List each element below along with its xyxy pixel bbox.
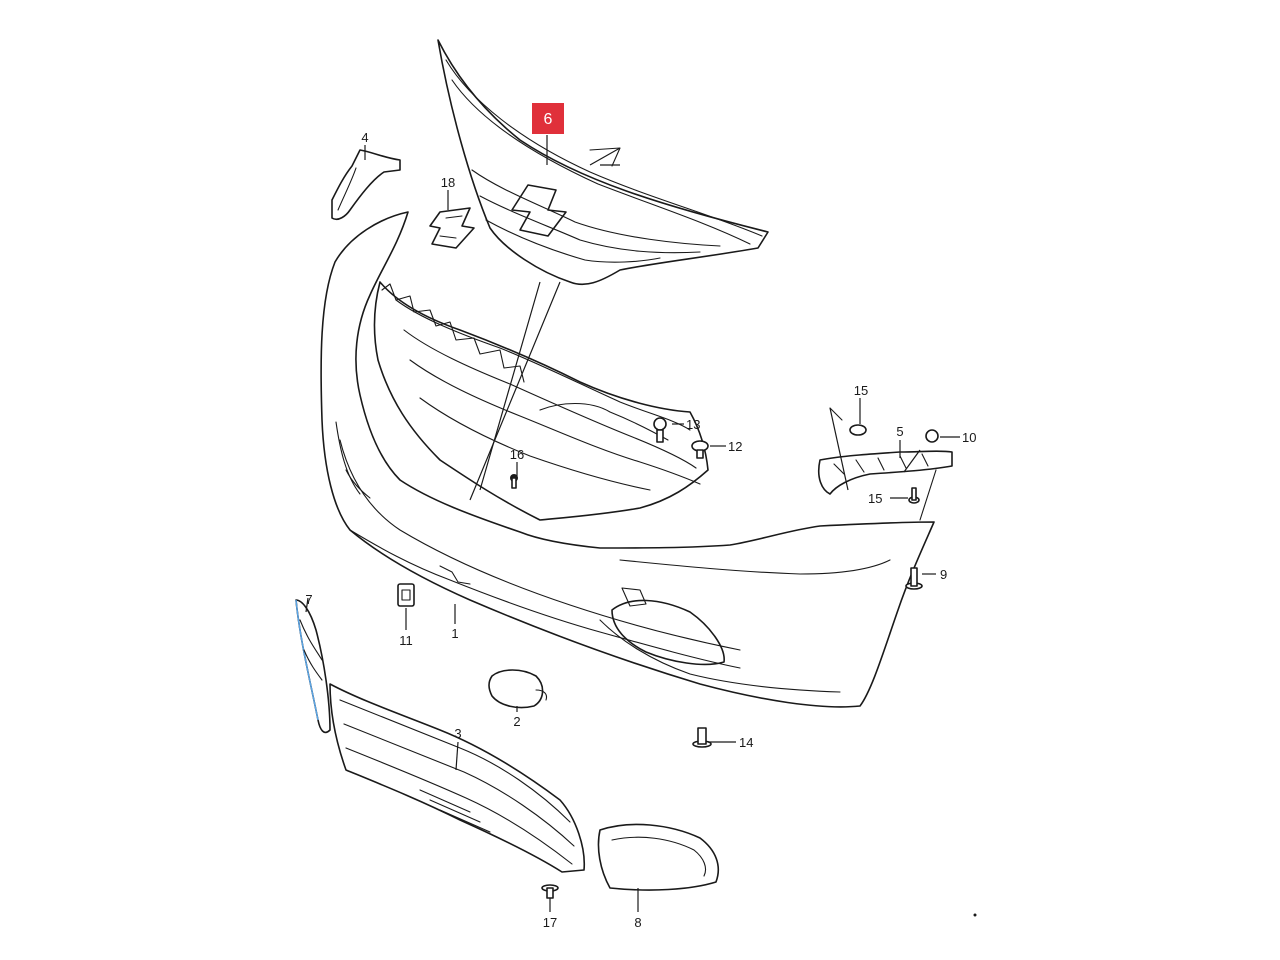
highlight-callout[interactable]: 6	[532, 103, 564, 134]
highlight-box	[532, 103, 564, 134]
fastener-10[interactable]	[925, 429, 939, 443]
callout-2: 2	[513, 714, 520, 729]
emblem-part[interactable]	[429, 207, 475, 249]
callout-17: 17	[543, 915, 557, 930]
fastener-11[interactable]	[397, 583, 415, 607]
callout-11: 11	[399, 633, 413, 648]
right-side-bracket-part[interactable]	[817, 407, 953, 521]
bumper-cover-part[interactable]	[320, 211, 935, 708]
fastener-16[interactable]	[510, 474, 518, 489]
callout-labels: 4 18 15 5 10 13 12 16 15 9 11 1 7 2 14 3…	[305, 130, 976, 930]
callout-9: 9	[940, 567, 947, 582]
callout-16: 16	[510, 447, 524, 462]
fastener-15-upper[interactable]	[849, 424, 867, 436]
tow-hook-cover-part[interactable]	[488, 669, 548, 709]
callout-8: 8	[634, 915, 641, 930]
fastener-9[interactable]	[905, 567, 923, 590]
callout-4: 4	[361, 130, 368, 145]
callout-7: 7	[305, 592, 312, 607]
left-garnish-part[interactable]	[295, 599, 331, 734]
upper-grille-part[interactable]	[437, 39, 769, 286]
leader-lines	[305, 135, 960, 912]
left-side-bracket-part[interactable]	[331, 149, 401, 221]
lower-grille-part[interactable]	[329, 683, 586, 873]
fastener-14[interactable]	[692, 727, 712, 748]
callout-18: 18	[441, 175, 455, 190]
callout-12: 12	[728, 439, 742, 454]
callout-10: 10	[962, 430, 976, 445]
right-garnish-part[interactable]	[597, 823, 720, 891]
callout-1: 1	[451, 626, 458, 641]
fastener-12[interactable]	[691, 440, 709, 459]
callout-13: 13	[686, 417, 700, 432]
callout-15-upper: 15	[854, 383, 868, 398]
callout-5: 5	[896, 424, 903, 439]
callout-3: 3	[454, 726, 461, 741]
fastener-17[interactable]	[541, 884, 559, 899]
fastener-13[interactable]	[653, 417, 667, 443]
highlight-label: 6	[544, 111, 553, 128]
callout-14: 14	[739, 735, 753, 750]
stray-dot	[973, 913, 977, 917]
callout-15-lower: 15	[868, 491, 882, 506]
fastener-15-lower[interactable]	[908, 487, 920, 504]
